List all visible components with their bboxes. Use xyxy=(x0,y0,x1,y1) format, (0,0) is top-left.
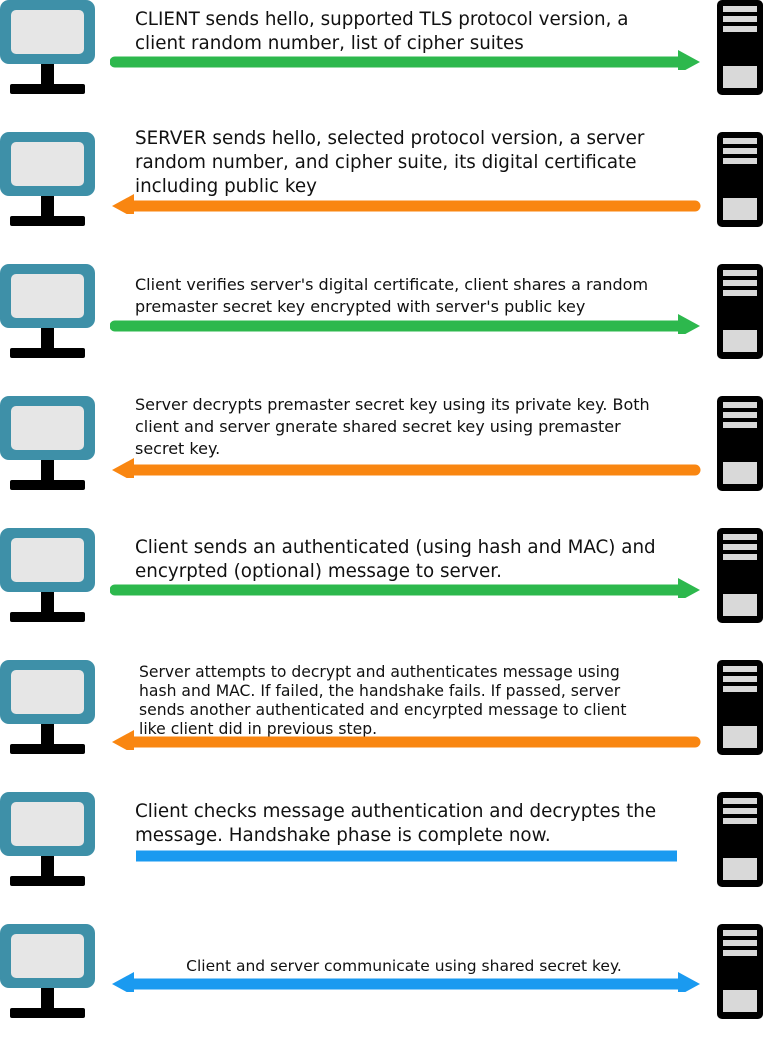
message-line: Server decrypts premaster secret key usi… xyxy=(135,395,650,414)
server-tower-icon xyxy=(717,924,763,1019)
monitor-icon xyxy=(0,528,95,622)
message-line: like client did in previous step. xyxy=(139,720,378,738)
message-line: client and server gnerate shared secret … xyxy=(135,417,621,436)
status-bar-line xyxy=(136,850,677,862)
step-row: Client sends an authenticated (using has… xyxy=(0,528,763,660)
message-line: client random number, list of cipher sui… xyxy=(135,33,524,54)
step-row: Server attempts to decrypt and authentic… xyxy=(0,660,763,792)
step-message: Client verifies server's digital certifi… xyxy=(135,274,648,318)
step-message: Client checks message authentication and… xyxy=(135,800,656,848)
left-arrow xyxy=(112,194,701,214)
message-line: encyrpted (optional) message to server. xyxy=(135,561,502,582)
message-line: message. Handshake phase is complete now… xyxy=(135,825,551,846)
server-tower-icon xyxy=(717,264,763,359)
step-row: Client verifies server's digital certifi… xyxy=(0,264,763,396)
message-line: random number, and cipher suite, its dig… xyxy=(135,152,637,173)
monitor-icon xyxy=(0,264,95,358)
step-message: Client sends an authenticated (using has… xyxy=(135,536,656,584)
server-tower-icon xyxy=(717,792,763,887)
message-line: secret key. xyxy=(135,439,221,458)
monitor-icon xyxy=(0,792,95,886)
message-line: Client checks message authentication and… xyxy=(135,801,657,822)
step-row: Client and server communicate using shar… xyxy=(0,924,763,1056)
step-message: SERVER sends hello, selected protocol ve… xyxy=(135,127,644,199)
monitor-icon xyxy=(0,0,95,94)
monitor-icon xyxy=(0,132,95,226)
monitor-icon xyxy=(0,660,95,754)
step-row: Client checks message authentication and… xyxy=(0,792,763,924)
message-line: premaster secret key encrypted with serv… xyxy=(135,297,586,316)
right-arrow xyxy=(110,578,700,598)
message-line: Client and server communicate using shar… xyxy=(186,957,622,975)
message-line: hash and MAC. If failed, the handshake f… xyxy=(139,682,621,700)
right-arrow xyxy=(110,50,700,70)
monitor-icon xyxy=(0,924,95,1018)
left-arrow xyxy=(112,730,701,750)
step-message: CLIENT sends hello, supported TLS protoc… xyxy=(135,8,628,56)
step-message: Server attempts to decrypt and authentic… xyxy=(139,663,627,739)
step-message: Server decrypts premaster secret key usi… xyxy=(135,394,650,460)
message-line: Client sends an authenticated (using has… xyxy=(135,537,656,558)
message-line: CLIENT sends hello, supported TLS protoc… xyxy=(135,9,629,30)
server-tower-icon xyxy=(717,0,763,95)
message-line: sends another authenticated and encyrpte… xyxy=(139,701,627,719)
message-line: including public key xyxy=(135,176,317,197)
step-row: CLIENT sends hello, supported TLS protoc… xyxy=(0,0,763,132)
server-tower-icon xyxy=(717,660,763,755)
message-line: SERVER sends hello, selected protocol ve… xyxy=(135,128,645,149)
message-line: Client verifies server's digital certifi… xyxy=(135,275,649,294)
bidirectional-arrow xyxy=(112,972,700,992)
left-arrow xyxy=(112,458,701,478)
server-tower-icon xyxy=(717,396,763,491)
step-message: Client and server communicate using shar… xyxy=(0,954,763,978)
message-line: Server attempts to decrypt and authentic… xyxy=(139,663,620,681)
right-arrow xyxy=(110,314,700,334)
step-row: Server decrypts premaster secret key usi… xyxy=(0,394,763,528)
monitor-icon xyxy=(0,396,95,490)
server-tower-icon xyxy=(717,528,763,623)
server-tower-icon xyxy=(717,132,763,227)
step-row: SERVER sends hello, selected protocol ve… xyxy=(0,128,763,264)
